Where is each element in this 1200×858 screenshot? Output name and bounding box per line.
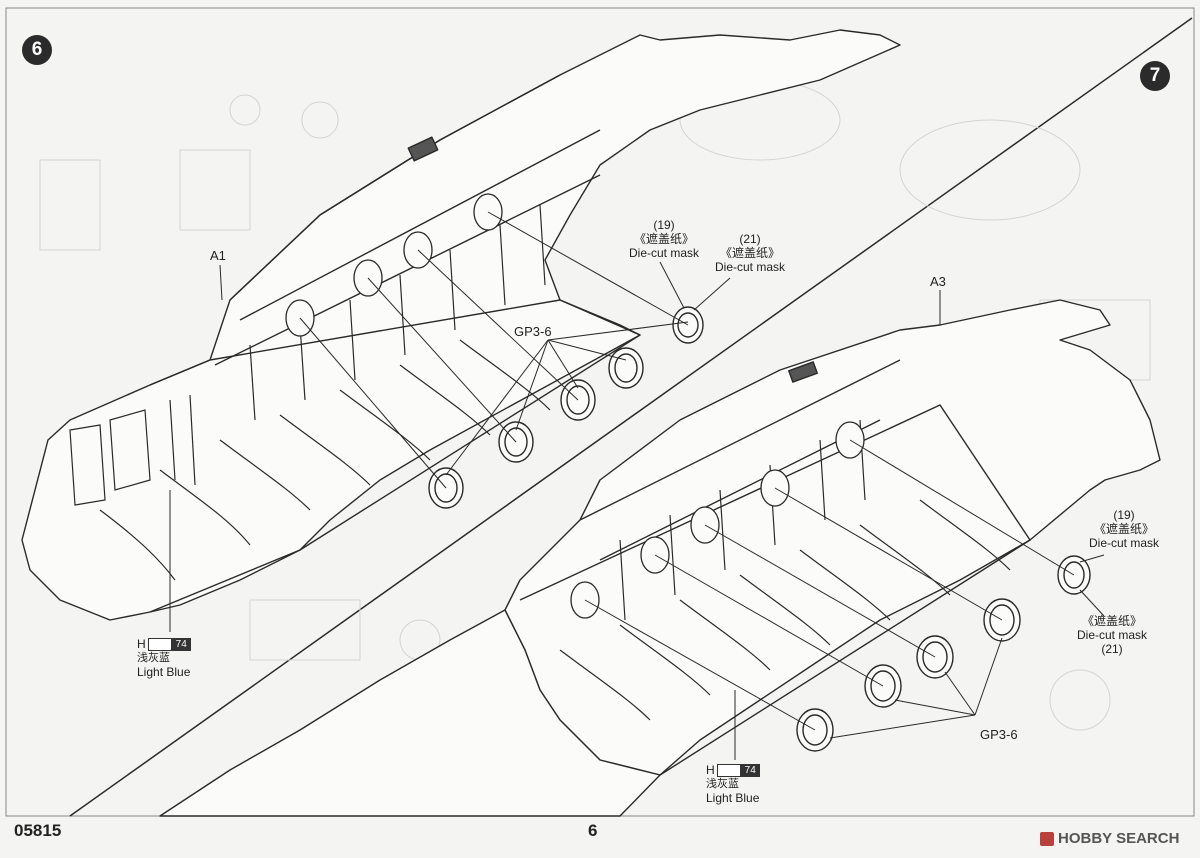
step7-mask19-cn: 《遮盖纸》 <box>1093 522 1154 536</box>
step7-paint-swatch <box>716 763 741 777</box>
step7-mask21-callout: 《遮盖纸》 Die-cut mask (21) <box>1074 614 1150 656</box>
step7-fuselage <box>159 299 1161 817</box>
step7-mask21-en: Die-cut mask <box>1076 628 1147 642</box>
step6-mask21-number: (21) <box>739 232 761 246</box>
step7-paint-en: Light Blue <box>706 791 760 805</box>
step7-mask19-callout: (19) 《遮盖纸》 Die-cut mask <box>1086 508 1162 550</box>
product-code: 05815 <box>14 821 62 840</box>
step6-mask19-callout: (19) 《遮盖纸》 Die-cut mask <box>626 218 702 260</box>
step7-mask21-number: (21) <box>1101 642 1123 656</box>
step6-mask19-en: Die-cut mask <box>628 246 699 260</box>
step-7-badge: 7 <box>1140 61 1170 91</box>
step6-mask19-number: (19) <box>653 218 675 232</box>
step7-mask19-en: Die-cut mask <box>1088 536 1159 550</box>
step6-part-a1-label: A1 <box>210 248 226 263</box>
step6-paint-callout: H 74 浅灰蓝 Light Blue <box>137 637 191 679</box>
step7-paint-chip: H 74 <box>706 763 760 777</box>
step7-paint-number: 74 <box>740 763 760 777</box>
step7-leader-lines <box>584 290 1105 760</box>
watermark-text: HOBBY SEARCH <box>1058 830 1180 847</box>
step-divider <box>69 17 1193 817</box>
step7-window-rings <box>796 555 1091 752</box>
step7-paint-callout: H 74 浅灰蓝 Light Blue <box>706 763 760 805</box>
step6-fuselage <box>21 29 901 621</box>
step6-mask21-callout: (21) 《遮盖纸》 Die-cut mask <box>712 232 788 274</box>
step-6-badge: 6 <box>22 35 52 65</box>
step6-paint-number: 74 <box>171 637 191 651</box>
step7-part-a3-label: A3 <box>930 274 946 289</box>
step7-paint-cn: 浅灰蓝 <box>706 778 739 790</box>
step-7-number: 7 <box>1149 65 1161 86</box>
step7-paint-letter: H <box>706 763 715 777</box>
step7-mask19-number: (19) <box>1113 508 1135 522</box>
step6-paint-letter: H <box>137 637 146 651</box>
step6-paint-en: Light Blue <box>137 665 191 679</box>
step6-leader-lines <box>169 211 731 632</box>
step6-mask19-cn: 《遮盖纸》 <box>633 232 694 246</box>
page-number: 6 <box>588 821 598 840</box>
step6-gp-label: GP3-6 <box>514 324 552 339</box>
step7-gp-label: GP3-6 <box>980 727 1018 742</box>
step6-paint-chip: H 74 <box>137 637 191 651</box>
step6-mask21-en: Die-cut mask <box>714 260 785 274</box>
watermark: HOBBY SEARCH <box>1040 830 1179 847</box>
background-ghost-sketch <box>39 79 1151 731</box>
step6-mask21-cn: 《遮盖纸》 <box>719 246 780 260</box>
step-6-number: 6 <box>31 39 43 60</box>
step6-paint-swatch <box>147 637 172 651</box>
watermark-logo-icon <box>1040 831 1054 846</box>
step6-paint-cn: 浅灰蓝 <box>137 652 170 664</box>
step7-mask21-cn: 《遮盖纸》 <box>1081 614 1142 628</box>
